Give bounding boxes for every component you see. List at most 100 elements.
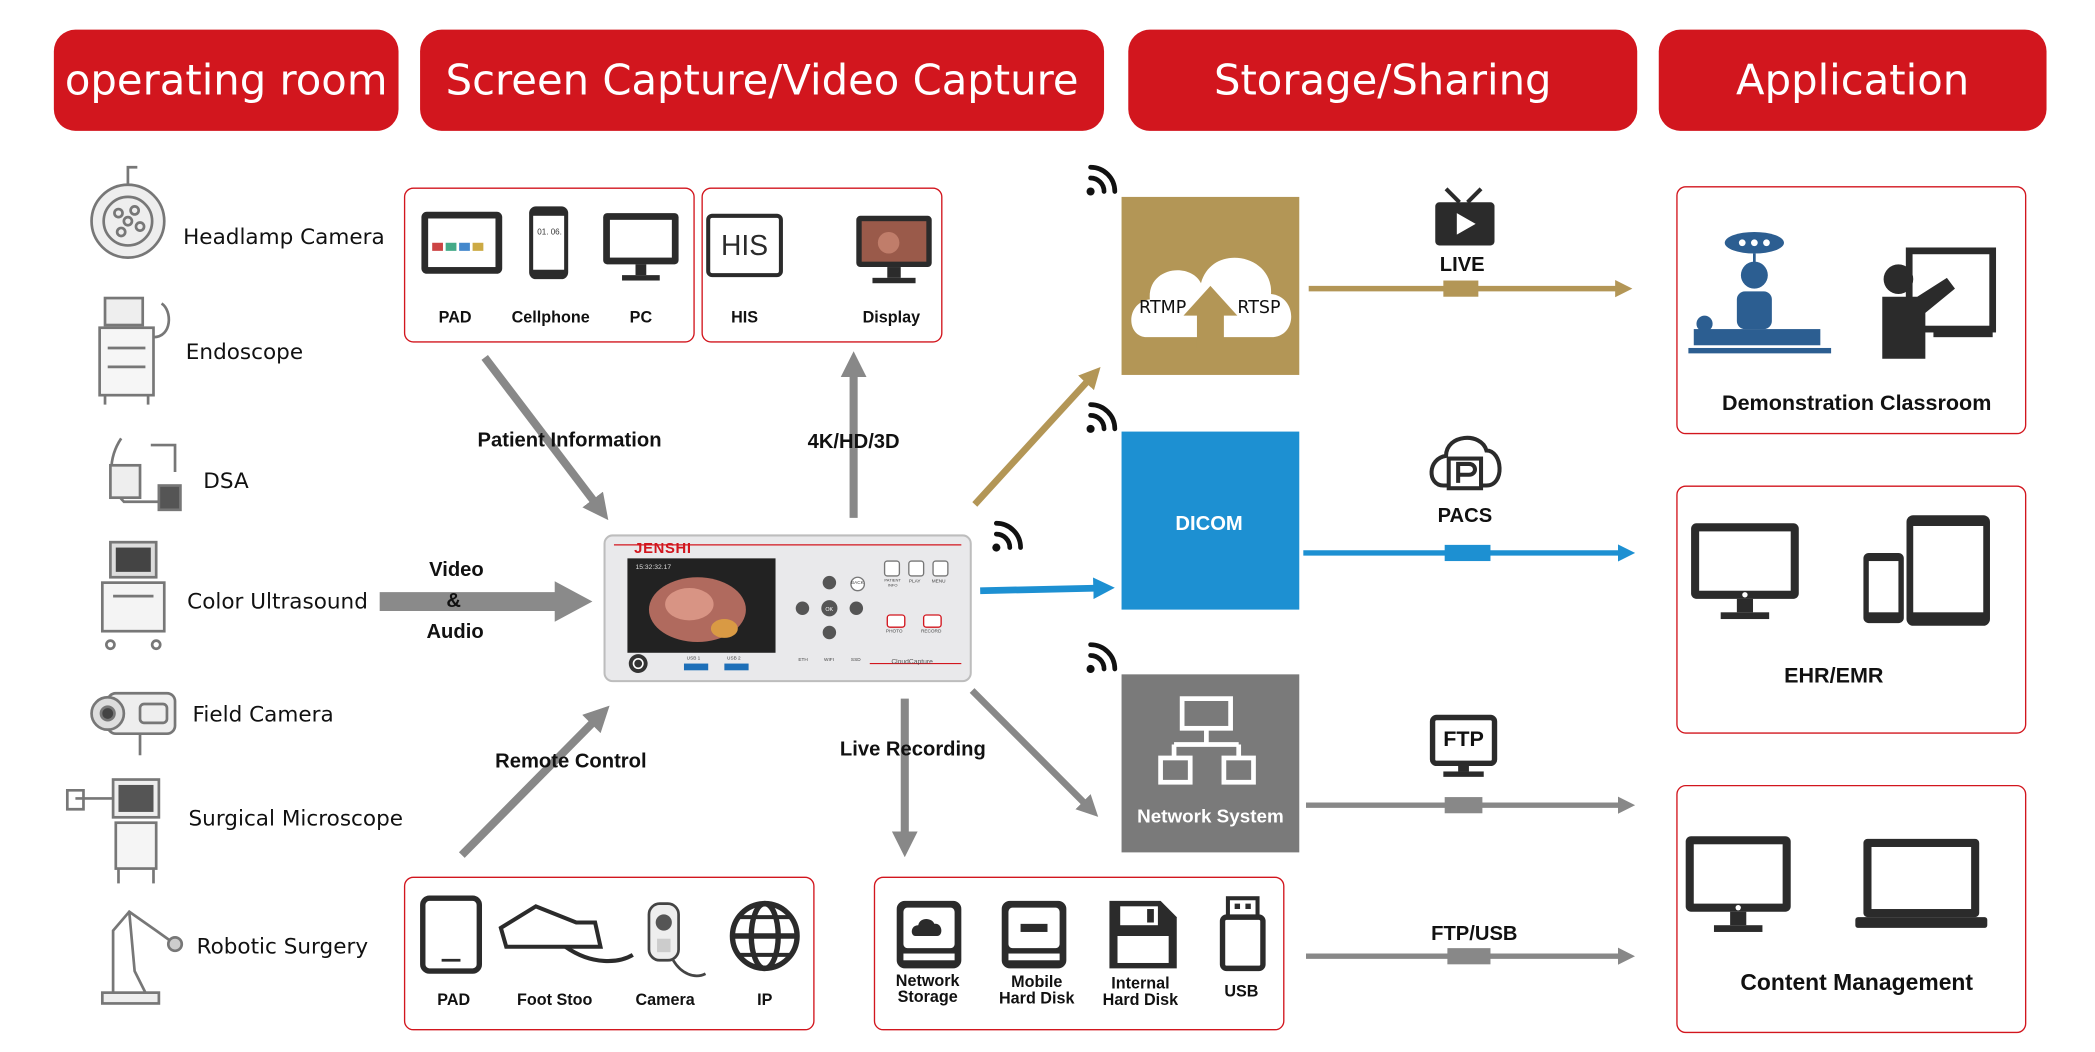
audio-label: Audio [426,620,484,644]
device-btn-record: RECORD [920,628,942,634]
label-usb: USB [1224,981,1259,1001]
label-network-storage-line2: Storage [897,987,958,1007]
label-network-storage: Network Storage [896,972,960,1004]
ampersand-label: & [446,589,462,613]
source-headlamp-camera: Headlamp Camera [183,223,385,250]
network-topology-icon [1158,696,1256,785]
label-internal-disk: Internal Hard Disk [1103,975,1178,1007]
pacs-cloud-icon [1429,435,1502,491]
label-camera: Camera [635,989,695,1009]
pad-icon [421,211,503,274]
rtmp-label: RTMP [1139,298,1187,319]
label-internal-disk-line2: Hard Disk [1102,989,1179,1009]
ultrasound-icon [100,540,166,651]
headlamp-camera-icon [90,165,166,259]
header-storage: Storage/Sharing [1128,29,1638,131]
source-endoscope: Endoscope [185,338,304,365]
ftp-icon-text: FTP [1443,728,1484,752]
dicom-label: DICOM [1175,512,1243,536]
display-devices-box [403,187,695,343]
remote-inputs-box [403,876,815,1031]
device-screen-time: 15:32:32.17 [635,563,672,572]
remote-control-arrow [458,705,610,858]
device-btn-menu: MENU [931,578,946,584]
resolution-label: 4K/HD/3D [807,430,900,454]
rtmp-arrow [972,366,1101,507]
device-usb2: USB 2 [727,655,741,661]
dsa-icon [109,437,182,512]
dicom-wifi-icon [1086,402,1118,433]
patient-info-label: Patient Information [477,428,662,452]
label-network-storage-line1: Network [895,971,960,990]
pad-remote-icon [420,895,483,974]
dicom-block [1121,431,1300,610]
label-mobile-disk-line1: Mobile [1011,972,1063,992]
ehr-monitor-icon [1691,523,1799,620]
device-btn-play: PLAY [908,578,921,584]
device-btn-photo: PHOTO [885,628,903,634]
ehr-phone-icon [1863,552,1904,624]
remote-control-label: Remote Control [495,749,647,773]
his-icon-text: HIS [720,230,769,262]
network-block [1121,674,1300,853]
network-wifi-icon [1086,642,1118,674]
source-field-camera: Field Camera [192,701,334,727]
field-camera-icon [90,691,177,756]
label-foot: Foot Stoo [517,989,593,1009]
foot-switch-icon [498,904,634,964]
content-laptop-icon [1855,838,1988,928]
device-ssd: SSD [850,656,861,663]
source-robotic-surgery: Robotic Surgery [196,933,369,959]
device-wifi-icon [992,520,1023,552]
video-audio-arrow [379,581,593,622]
network-arrow [969,688,1099,817]
phone-screen-text: 01. 06. [537,229,562,238]
device-btn-patient: PATIENT INFO [884,577,901,589]
label-internal-disk-line1: Internal [1111,973,1170,993]
content-management-box [1676,784,2027,1034]
label-his: HIS [731,307,759,327]
ip-globe-icon [729,900,800,972]
header-operating-room-label: operating room [64,55,388,105]
display-icon [856,215,932,284]
source-dsa: DSA [203,467,249,494]
ftp-usb-label: FTP/USB [1431,922,1518,946]
device-usb1: USB 1 [686,655,701,661]
label-mobile-disk-line2: Hard Disk [999,988,1075,1008]
capture-device-body [603,534,972,683]
label-ip: IP [757,989,773,1009]
cellphone-icon [529,206,569,280]
live-recording-label: Live Recording [839,737,986,761]
patient-info-arrow [481,354,609,521]
header-application: Application [1658,29,2047,131]
header-storage-label: Storage/Sharing [1213,55,1552,105]
usb-icon [1219,896,1266,972]
device-product: CloudCapture [891,658,933,667]
content-management-label: Content Management [1740,969,1974,996]
internal-disk-icon [1109,900,1177,969]
rtsp-label: RTSP [1237,298,1281,319]
rtmp-wifi-icon [1086,164,1118,196]
ftp-monitor-icon [1429,714,1498,777]
source-surgical-microscope: Surgical Microscope [188,805,403,831]
label-cellphone: Cellphone [511,307,590,327]
header-capture-label: Screen Capture/Video Capture [445,55,1079,105]
label-pc: PC [629,307,653,327]
ehr-emr-label: EHR/EMR [1784,664,1884,688]
teacher-board-icon [1882,247,1997,359]
endoscope-icon [98,296,171,405]
demo-classroom-box [1676,186,2027,435]
microscope-icon [65,778,161,884]
his-display-box [701,187,943,343]
source-color-ultrasound: Color Ultrasound [187,588,368,614]
ehr-tablet-icon [1906,515,1990,626]
device-btn-ok: OK [825,605,834,613]
pc-icon [603,213,679,281]
robotic-arm-icon [100,909,184,1005]
header-capture: Screen Capture/Video Capture [420,29,1105,131]
device-eth: ETH [798,656,808,663]
storage-devices-box [873,876,1285,1031]
header-application-label: Application [1736,55,1970,105]
surgery-demo-icon [1688,231,1832,354]
